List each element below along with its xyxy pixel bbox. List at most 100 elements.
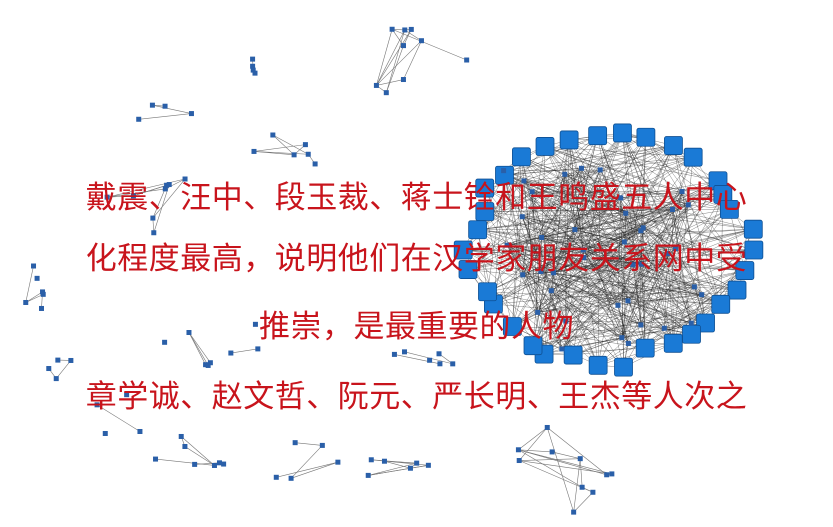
node bbox=[34, 275, 40, 281]
edge bbox=[632, 264, 721, 305]
node bbox=[383, 90, 389, 96]
node bbox=[40, 289, 46, 295]
edge bbox=[522, 197, 621, 275]
edge bbox=[522, 274, 629, 344]
edge bbox=[672, 209, 692, 324]
node bbox=[368, 457, 374, 463]
node bbox=[130, 193, 136, 199]
hub-node bbox=[512, 147, 531, 167]
hub-node bbox=[735, 261, 755, 280]
edge bbox=[477, 229, 745, 271]
edge bbox=[537, 286, 695, 313]
node bbox=[23, 299, 29, 305]
node bbox=[188, 111, 194, 117]
node bbox=[216, 460, 222, 466]
edge bbox=[522, 191, 533, 275]
edge bbox=[627, 157, 694, 301]
node bbox=[292, 440, 298, 446]
edge bbox=[521, 156, 629, 344]
node bbox=[250, 63, 256, 69]
edge bbox=[622, 132, 642, 265]
node bbox=[305, 151, 311, 157]
edge bbox=[188, 332, 211, 363]
edge bbox=[403, 40, 422, 80]
edge bbox=[107, 195, 134, 198]
edge bbox=[276, 461, 338, 478]
edge bbox=[25, 265, 34, 303]
edge bbox=[507, 244, 695, 288]
edge bbox=[628, 327, 665, 344]
edge bbox=[581, 137, 647, 169]
edge bbox=[569, 137, 646, 141]
hub-node bbox=[458, 260, 478, 279]
edge bbox=[503, 170, 629, 344]
edge bbox=[523, 180, 538, 313]
edge bbox=[583, 145, 674, 258]
edge bbox=[564, 174, 676, 249]
hub-node bbox=[635, 338, 655, 358]
edge bbox=[477, 229, 706, 324]
edge bbox=[463, 249, 642, 265]
edge bbox=[272, 134, 309, 155]
node bbox=[638, 228, 644, 234]
edge bbox=[507, 244, 702, 295]
edge bbox=[531, 191, 545, 355]
node bbox=[150, 215, 156, 221]
hub-node bbox=[478, 282, 497, 302]
edge bbox=[540, 271, 574, 356]
hub-node bbox=[563, 345, 583, 365]
edge bbox=[675, 248, 702, 295]
edge bbox=[624, 241, 695, 288]
edge bbox=[640, 209, 730, 326]
edge bbox=[518, 427, 548, 461]
edge bbox=[544, 337, 622, 355]
edge bbox=[152, 178, 186, 219]
edge bbox=[640, 209, 673, 231]
edge bbox=[620, 180, 719, 199]
edge bbox=[620, 194, 723, 199]
node bbox=[312, 161, 318, 167]
edge bbox=[627, 248, 676, 301]
edge bbox=[620, 197, 730, 210]
edge bbox=[410, 465, 429, 469]
edge bbox=[518, 449, 612, 475]
hub-node bbox=[502, 317, 522, 336]
edge bbox=[624, 145, 674, 243]
hub-node bbox=[636, 127, 656, 147]
node bbox=[31, 263, 37, 269]
node bbox=[166, 182, 172, 188]
edge bbox=[561, 305, 619, 350]
edge bbox=[565, 257, 585, 322]
edge bbox=[617, 209, 730, 306]
hub-node bbox=[588, 126, 608, 146]
edge bbox=[537, 312, 629, 344]
edge bbox=[675, 248, 754, 251]
edge bbox=[541, 237, 642, 265]
overlay-text-line-2: 化程度最高，说明他们在汉学家朋友关系网中受 bbox=[85, 241, 748, 277]
edge bbox=[581, 145, 674, 169]
edge bbox=[507, 209, 730, 246]
edge bbox=[503, 170, 702, 295]
edge bbox=[553, 227, 644, 274]
edge bbox=[532, 286, 695, 346]
node bbox=[250, 56, 256, 62]
node bbox=[137, 428, 143, 434]
node bbox=[251, 148, 257, 154]
edge bbox=[645, 294, 702, 349]
node bbox=[539, 234, 545, 240]
edge bbox=[632, 180, 719, 265]
edge bbox=[522, 216, 695, 288]
hub-node bbox=[663, 333, 683, 353]
node bbox=[418, 38, 424, 44]
node bbox=[685, 202, 691, 208]
edge bbox=[627, 204, 689, 301]
node bbox=[211, 462, 217, 468]
hub-node bbox=[614, 357, 633, 377]
edge bbox=[477, 194, 723, 230]
hub-node bbox=[495, 165, 514, 185]
node bbox=[68, 357, 74, 363]
node bbox=[53, 376, 59, 382]
edge bbox=[540, 271, 702, 295]
edge bbox=[503, 170, 706, 324]
